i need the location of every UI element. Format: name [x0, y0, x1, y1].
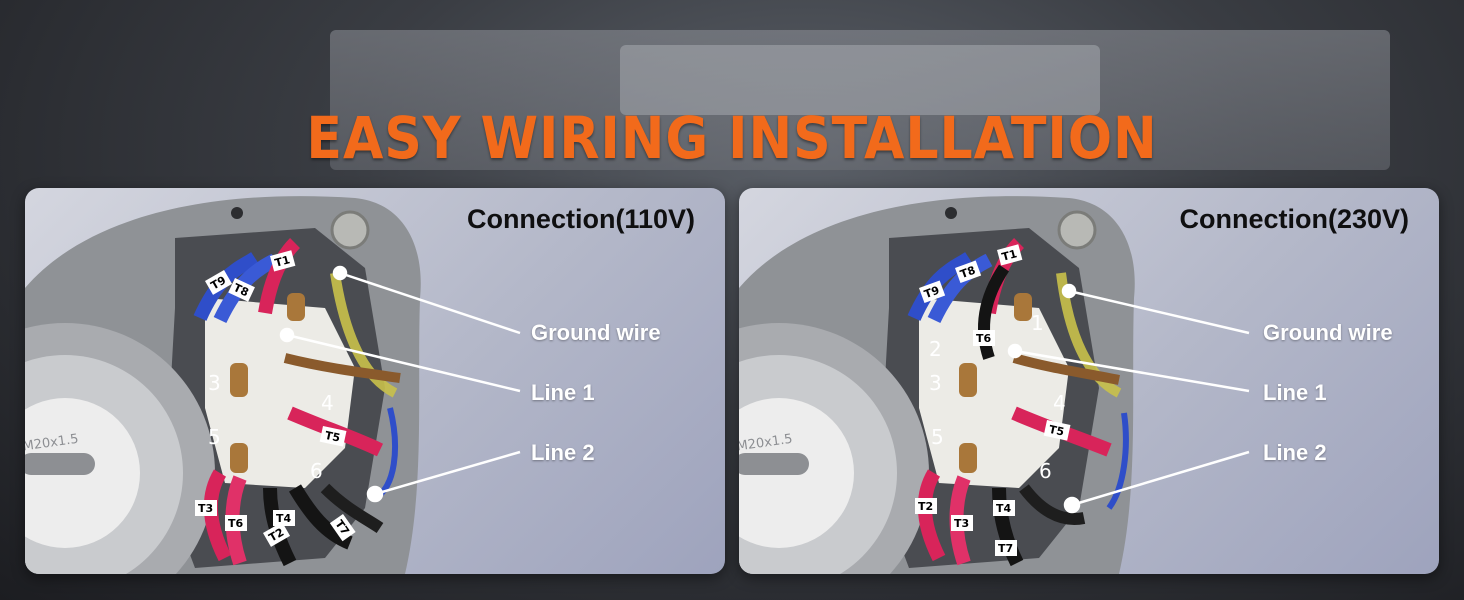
wire-blue: [907, 252, 973, 321]
svg-text:T9: T9: [923, 284, 942, 301]
svg-text:T8: T8: [959, 264, 978, 281]
brass-terminal: [959, 363, 977, 397]
terminal-number: 3: [208, 371, 221, 395]
wire-tag-t4: T4: [273, 510, 295, 526]
svg-text:T7: T7: [998, 542, 1013, 555]
svg-text:T3: T3: [954, 517, 969, 530]
callout-line-2: Line 2: [531, 440, 595, 465]
callout-line-2: Line 2: [1263, 440, 1327, 465]
mount-hole: [945, 207, 957, 219]
svg-text:T4: T4: [996, 502, 1012, 515]
background-breaker-panel: [330, 30, 1390, 170]
mount-hole: [231, 207, 243, 219]
wire-tag-t8: T8: [228, 278, 255, 302]
wire-tag-t1: T1: [270, 250, 296, 272]
connection-230v-panel: M20x1.5 1 2 3 5 4 6 T9 T8: [739, 188, 1439, 574]
brass-terminal: [287, 293, 305, 321]
brass-terminal: [959, 443, 977, 473]
wire-black: [978, 264, 1010, 360]
terminal-number: 5: [931, 425, 944, 449]
wire-red: [258, 238, 301, 315]
terminal-number: 4: [1053, 391, 1066, 415]
brass-terminal: [1014, 293, 1032, 321]
panel-title-230v: Connection(230V): [1179, 204, 1409, 234]
wire-tag-t4: T4: [993, 500, 1015, 516]
callout-ground-wire: Ground wire: [531, 320, 661, 345]
svg-text:T5: T5: [324, 429, 342, 445]
wire-tag-t6: T6: [225, 515, 247, 531]
ground-screw: [330, 210, 370, 250]
svg-text:T5: T5: [1048, 423, 1066, 439]
svg-text:T1: T1: [1000, 247, 1018, 263]
terminal-number: 6: [1039, 459, 1052, 483]
cable-gland: M20x1.5: [25, 323, 215, 574]
svg-text:T2: T2: [918, 500, 933, 513]
wire-blue: [193, 252, 259, 321]
terminal-number: 2: [929, 337, 942, 361]
wire-brown: [1012, 353, 1120, 385]
wire-tag-t7: T7: [995, 540, 1017, 556]
connection-110v-panel: M20x1.5 3 5 4 6 T9 T8: [25, 188, 725, 574]
terminal-number: 5: [208, 425, 221, 449]
callout-ground-wire: Ground wire: [1263, 320, 1393, 345]
callout-line-1: Line 1: [531, 380, 595, 405]
wire-tag-t5: T5: [1043, 420, 1071, 441]
wire-black: [320, 483, 384, 534]
cable-gland: M20x1.5: [739, 323, 929, 574]
wire-tag-t5: T5: [319, 426, 347, 447]
motor-terminal-box-230v: M20x1.5 1 2 3 5 4 6 T9 T8: [739, 196, 1250, 574]
wire-tag-t9: T9: [919, 280, 946, 304]
callout-line-1: Line 1: [1263, 380, 1327, 405]
svg-text:T1: T1: [273, 253, 291, 269]
wire-blue: [213, 253, 279, 324]
callout-pointers: [1007, 283, 1250, 514]
terminal-number: 6: [310, 459, 323, 483]
wire-tag-t9: T9: [205, 270, 233, 295]
wire-tag-t3: T3: [195, 500, 217, 516]
svg-text:T8: T8: [231, 281, 250, 299]
wire-black: [1019, 484, 1086, 525]
wire-tag-t2: T2: [915, 498, 937, 514]
wire-tag-t8: T8: [955, 260, 982, 284]
wire-tag-t6: T6: [973, 330, 995, 346]
ground-screw: [1057, 210, 1097, 250]
background-breaker-row: [620, 45, 1100, 115]
headline: EASY WIRING INSTALLATION: [306, 104, 1158, 172]
panel-title-110v: Connection(110V): [466, 204, 695, 234]
brass-terminal: [230, 443, 248, 473]
wire-black: [992, 487, 1024, 567]
wire-brown: [283, 353, 401, 383]
wire-blue: [1106, 412, 1129, 510]
terminal-number: 3: [929, 371, 942, 395]
svg-text:T6: T6: [976, 332, 992, 345]
svg-text:T4: T4: [276, 512, 292, 525]
brass-terminal: [230, 363, 248, 397]
terminal-number: 4: [321, 391, 334, 415]
wire-tag-t2: T2: [263, 522, 291, 547]
svg-text:T3: T3: [198, 502, 213, 515]
wire-tag-t1: T1: [997, 244, 1023, 266]
callout-pointers: [279, 265, 521, 503]
terminal-number: 1: [1031, 311, 1044, 335]
wire-tag-t3: T3: [951, 515, 973, 531]
svg-text:T6: T6: [228, 517, 244, 530]
wire-tag-t7: T7: [329, 514, 356, 542]
motor-terminal-box-110v: M20x1.5 3 5 4 6 T9 T8: [25, 196, 521, 574]
